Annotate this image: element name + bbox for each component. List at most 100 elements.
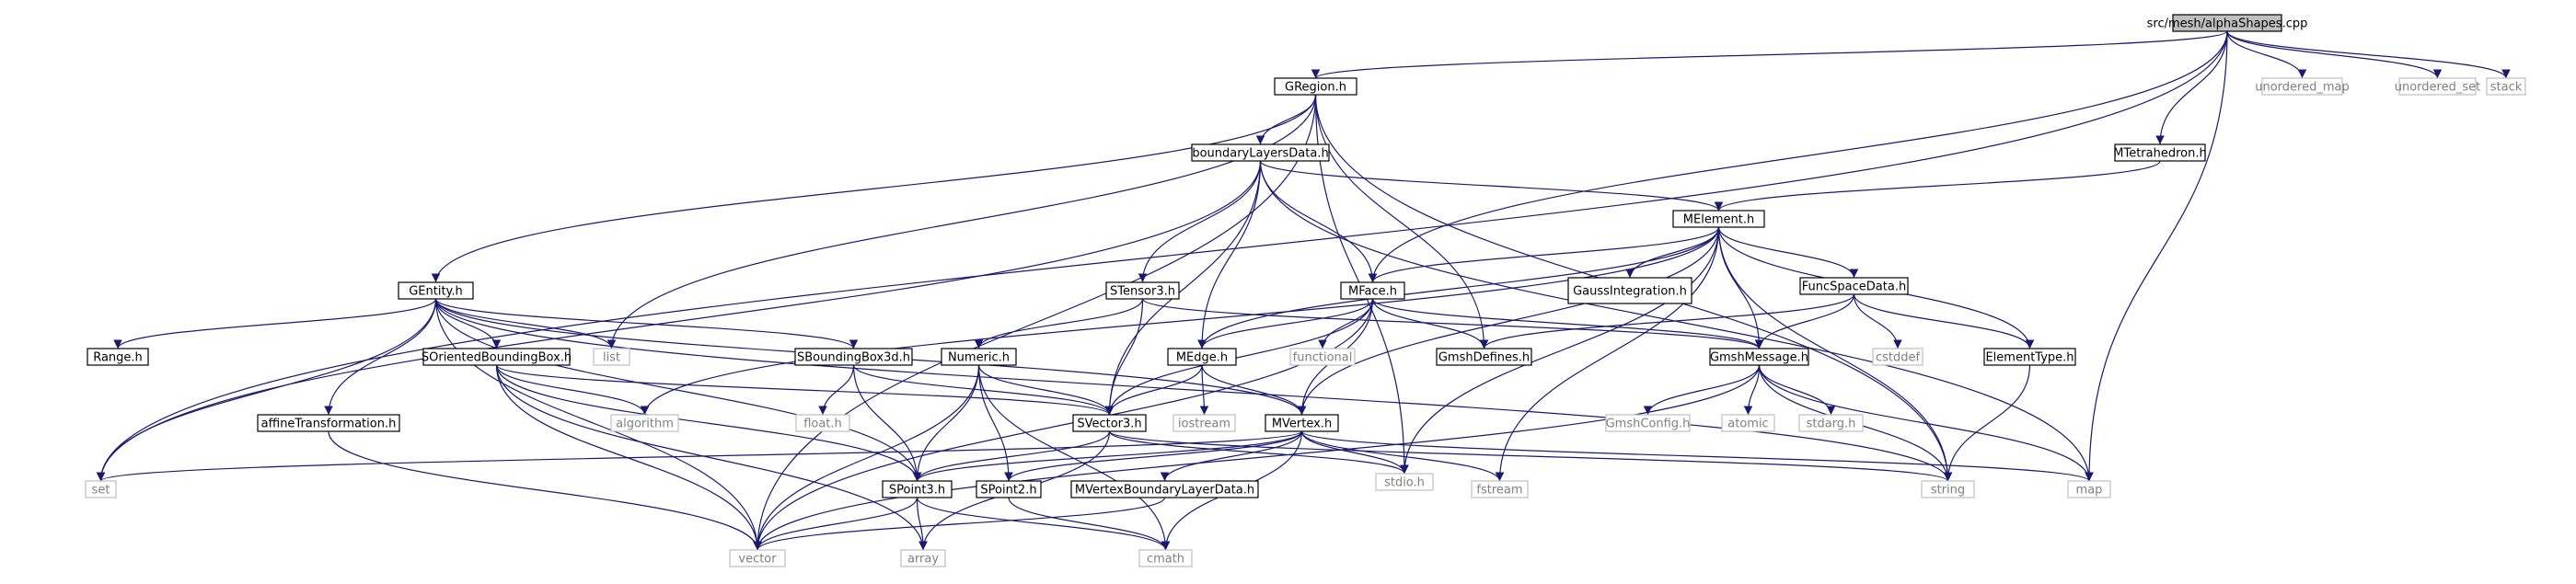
edge-MVertex-to-SPoint3 [912,430,1303,482]
node-label-MEdge: MEdge.h [1176,351,1228,365]
edge-STensor3-to-Numeric [974,298,1144,349]
node-GaussIntegration[interactable]: GaussIntegration.h [1567,277,1692,304]
node-functional: functional [1289,348,1356,366]
node-SPoint3[interactable]: SPoint3.h [882,480,953,498]
edge-boundaryLayersData-to-set [96,160,1262,482]
node-STensor3[interactable]: STensor3.h [1105,281,1180,300]
node-box-cstddef [1872,348,1923,366]
edge-GEntity-to-SBoundingBox3d [434,298,859,349]
node-label-Numeric: Numeric.h [948,351,1010,365]
node-box-set [85,480,117,498]
node-box-floath [795,414,850,432]
node-MElement[interactable]: MElement.h [1672,210,1765,228]
node-box-MEdge [1167,348,1237,366]
node-label-MElement: MElement.h [1683,213,1754,227]
node-box-atomic [1721,414,1775,432]
node-affineTransformation[interactable]: affineTransformation.h [257,414,400,432]
node-iostream: iostream [1172,414,1236,432]
edge-MFace-to-GmshMessage [1371,298,1764,349]
node-box-stack [2486,77,2526,96]
node-box-SBoundingBox3d [794,348,913,366]
edge-root-to-unordered_set [2226,30,2443,79]
node-box-GRegion [1274,77,1357,96]
node-MVertex[interactable]: MVertex.h [1265,414,1339,432]
node-box-GmshConfig [1605,414,1691,432]
node-box-MTetrahedron [2114,143,2206,162]
node-box-root [2172,14,2282,32]
node-box-GmshDefines [1436,348,1532,366]
edge-MVertex-to-SPoint2 [1004,430,1303,482]
node-MEdge[interactable]: MEdge.h [1167,348,1237,366]
node-FuncSpaceData[interactable]: FuncSpaceData.h [1799,277,1909,295]
edge-Numeric-to-SVector3 [977,364,1115,416]
node-Numeric[interactable]: Numeric.h [941,348,1017,366]
node-label-SPoint2: SPoint2.h [980,484,1036,498]
node-fstream: fstream [1471,480,1529,498]
edge-MFace-to-MEdge [1197,298,1374,349]
node-Range[interactable]: Range.h [87,348,149,366]
node-box-SPoint3 [882,480,953,498]
node-box-list [593,348,630,366]
node-MVertexBoundaryLayerData[interactable]: MVertexBoundaryLayerData.h [1070,480,1259,498]
node-label-STensor3: STensor3.h [1110,285,1175,299]
node-label-SBoundingBox3d: SBoundingBox3d.h [797,351,910,365]
edge-MFace-to-vector [753,298,1374,551]
node-GEntity[interactable]: GEntity.h [398,281,474,300]
node-GmshDefines[interactable]: GmshDefines.h [1436,348,1532,366]
node-box-array [900,549,946,567]
node-GRegion[interactable]: GRegion.h [1274,77,1357,96]
edge-FuncSpaceData-to-GmshDefines [1479,293,1855,349]
edge-FuncSpaceData-to-ElementType [1853,293,2035,349]
edge-MFace-to-GmshDefines [1371,298,1489,349]
edge-MVertex-to-MVertexBoundaryLayerData [1160,430,1303,482]
node-label-affineTransformation: affineTransformation.h [261,418,397,431]
node-ElementType[interactable]: ElementType.h [1983,348,2076,366]
edge-MEdge-to-iostream [1199,364,1209,416]
node-label-string: string [1931,484,1965,498]
edge-GRegion-to-GEntity [431,94,1317,283]
node-unordered_set: unordered_set [2395,77,2480,96]
node-box-unordered_map [2261,77,2343,96]
node-box-SPoint2 [976,480,1042,498]
node-box-STensor3 [1105,281,1180,300]
node-label-atomic: atomic [1727,418,1768,431]
edge-SVector3-to-string [1108,430,1952,482]
node-label-root: src/mesh/alphaShapes.cpp [2147,17,2308,31]
node-box-SOrientedBoundingBox [422,348,571,366]
edge-GRegion-to-list [606,94,1317,349]
node-label-GaussIntegration: GaussIntegration.h [1573,285,1687,299]
node-box-GEntity [398,281,474,300]
node-label-algorithm: algorithm [616,418,674,431]
edge-SBoundingBox3d-to-floath [818,364,855,416]
node-GmshMessage[interactable]: GmshMessage.h [1709,348,1809,366]
edge-Numeric-to-cmath [977,364,1171,551]
edge-GEntity-to-set [96,298,437,482]
node-stack: stack [2486,77,2526,96]
edge-FuncSpaceData-to-cstddef [1853,293,1902,349]
node-label-SOrientedBoundingBox: SOrientedBoundingBox.h [422,351,572,365]
node-label-functional: functional [1293,351,1353,365]
node-label-FuncSpaceData: FuncSpaceData.h [1802,281,1906,294]
node-MFace[interactable]: MFace.h [1340,281,1405,300]
node-label-GmshDefines: GmshDefines.h [1438,351,1530,365]
node-SBoundingBox3d[interactable]: SBoundingBox3d.h [794,348,913,366]
node-label-MVertexBoundaryLayerData: MVertexBoundaryLayerData.h [1075,484,1254,498]
edge-GEntity-to-list [434,298,617,349]
edge-MEdge-to-SVector3 [1104,364,1203,416]
edge-MVertex-to-stdioh [1300,430,1409,475]
edge-root-to-MFace [1368,30,2228,283]
node-boundaryLayersData[interactable]: boundaryLayersData.h [1191,143,1330,162]
edge-GRegion-to-vector [753,94,1317,551]
node-box-FuncSpaceData [1799,277,1909,295]
node-MTetrahedron[interactable]: MTetrahedron.h [2113,143,2207,162]
node-SPoint2[interactable]: SPoint2.h [976,480,1042,498]
edges-layer [96,30,2511,551]
node-root[interactable]: src/mesh/alphaShapes.cpp [2147,14,2308,32]
edge-GEntity-to-vector [434,298,762,551]
node-label-stack: stack [2490,81,2523,95]
node-SVector3[interactable]: SVector3.h [1072,414,1147,432]
edge-STensor3-to-SVector3 [1104,298,1144,416]
node-SOrientedBoundingBox[interactable]: SOrientedBoundingBox.h [422,348,572,366]
